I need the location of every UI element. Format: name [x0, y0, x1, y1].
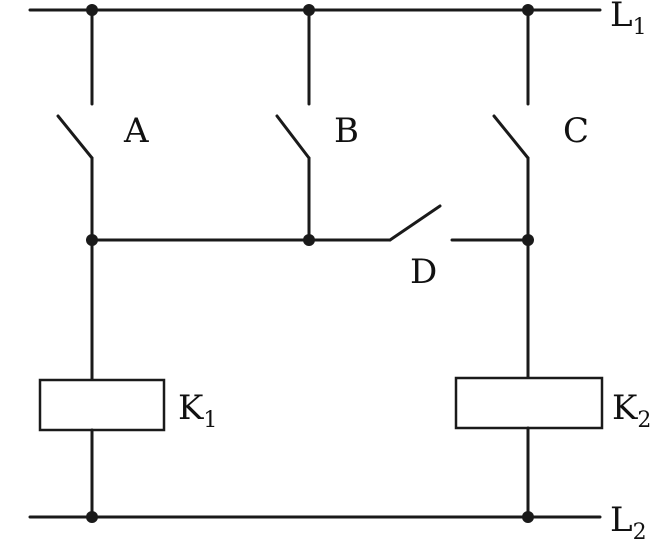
label-k1-sub: 1: [203, 408, 217, 433]
label-l2-letter: L: [610, 500, 633, 540]
label-l2-sub: 2: [633, 520, 647, 545]
label-k2-letter: K: [612, 388, 638, 428]
label-k1-letter: K: [178, 388, 204, 428]
node-top-a: [86, 4, 98, 16]
label-k2: K2: [612, 388, 651, 433]
coil-k2: [454, 376, 604, 430]
coil-k1: [38, 378, 166, 432]
node-mid-c: [522, 234, 534, 246]
node-top-c: [522, 4, 534, 16]
switch-a-blade: [56, 114, 94, 160]
node-bottom-c: [522, 511, 534, 523]
label-k2-sub: 2: [637, 408, 651, 433]
node-bottom-a: [86, 511, 98, 523]
switch-b-blade: [275, 114, 311, 160]
label-switch-d: D: [410, 252, 437, 292]
switch-c-blade: [492, 114, 530, 160]
node-mid-b: [303, 234, 315, 246]
label-switch-b: B: [334, 111, 359, 151]
label-l1: L1: [610, 0, 647, 40]
switch-d-blade: [388, 204, 442, 242]
node-top-b: [303, 4, 315, 16]
label-switch-a: A: [123, 111, 149, 151]
label-l1-letter: L: [610, 0, 633, 35]
label-switch-c: C: [563, 111, 589, 151]
label-l1-sub: 1: [633, 15, 647, 40]
label-l2: L2: [610, 500, 647, 545]
label-k1: K1: [178, 388, 217, 433]
node-mid-a: [86, 234, 98, 246]
